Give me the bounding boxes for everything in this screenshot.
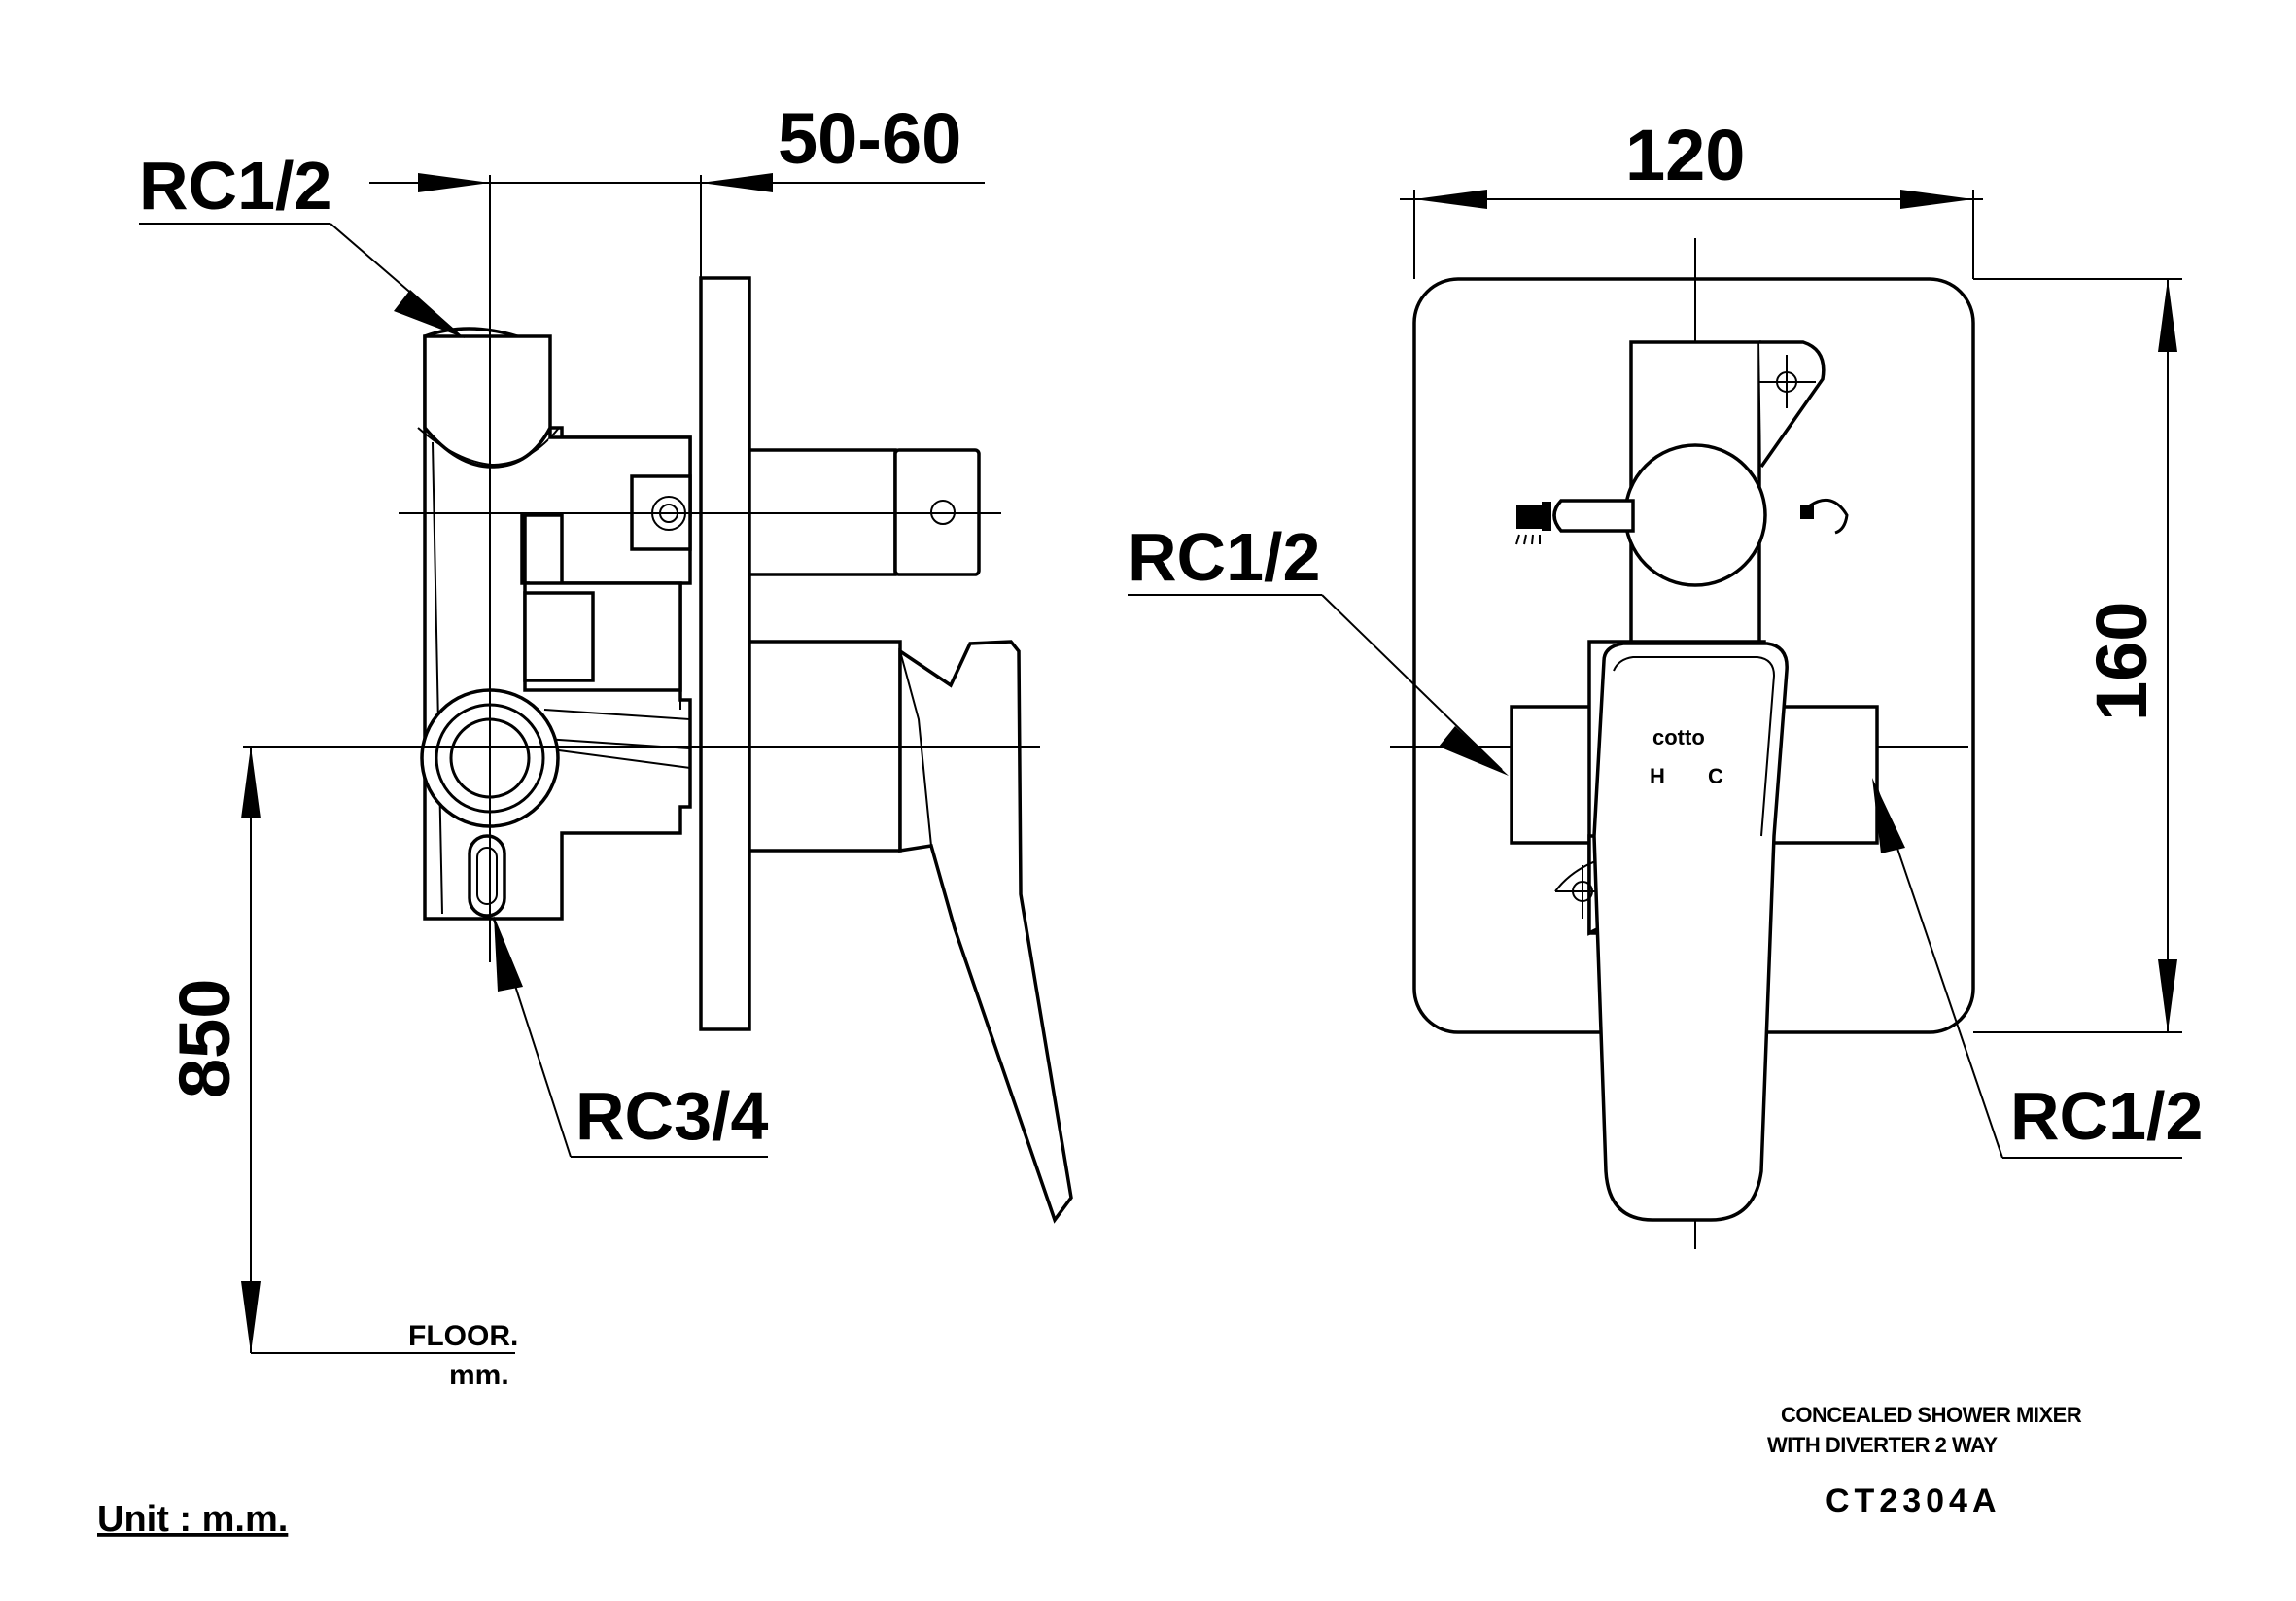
title-line-2: WITH DIVERTER 2 WAY [1767,1433,1998,1457]
side-view: 50-60 850 FLOOR. mm. RC1/2 RC3/4 [139,98,1073,1391]
dim-120-label: 120 [1625,115,1745,195]
hand-shower-icon [1800,498,1849,535]
floor-label: FLOOR. [408,1320,518,1352]
side-top-inlet-label: RC1/2 [139,148,331,224]
cold-indicator: C [1708,764,1723,788]
title-block: CONCEALED SHOWER MIXER WITH DIVERTER 2 W… [1767,1403,2082,1519]
front-lever-handle [1592,642,1789,1222]
unit-label: Unit : m.m. [97,1499,288,1540]
side-bottom-outlet-label: RC3/4 [575,1078,768,1154]
front-right-inlet-label: RC1/2 [2010,1078,2203,1154]
dim-160-label: 160 [2081,602,2162,721]
hot-indicator: H [1650,764,1665,788]
dim-850-label: 850 [164,979,245,1098]
front-view: cotto H C 120 160 RC1/2 RC1/2 [1128,115,2203,1249]
title-line-1: CONCEALED SHOWER MIXER [1781,1403,2082,1427]
side-lever-handle [898,640,1073,1224]
front-diverter-knob [1623,443,1767,587]
model-number: CT2304A [1826,1482,2001,1519]
side-wall-plate [699,276,751,1031]
overhead-shower-icon [1515,502,1551,545]
front-left-inlet-label: RC1/2 [1128,519,1320,595]
mm-label: mm. [449,1359,509,1391]
dim-50-60-label: 50-60 [778,98,961,179]
brand-logo: cotto [1652,725,1705,749]
